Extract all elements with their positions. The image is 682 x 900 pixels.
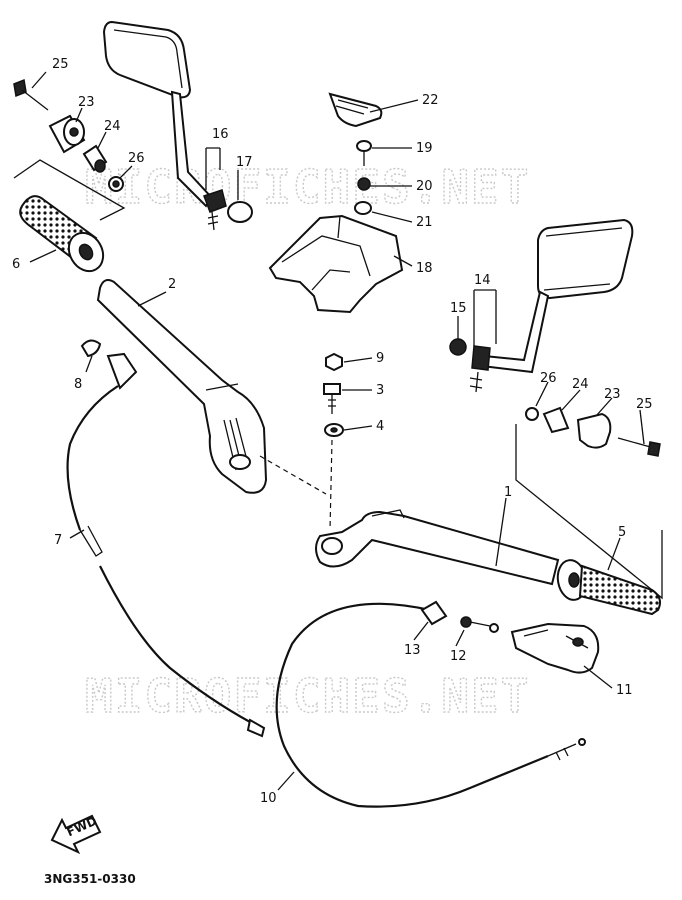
part-22-emblem[interactable] bbox=[328, 92, 383, 128]
right-weight-23[interactable] bbox=[576, 412, 612, 449]
callout-25-left: 25 bbox=[52, 57, 69, 72]
callout-26-right: 26 bbox=[540, 371, 557, 386]
left-handlebar[interactable] bbox=[96, 279, 268, 494]
callout-17: 17 bbox=[236, 155, 253, 170]
callout-10: 10 bbox=[260, 791, 277, 806]
left-collar-24[interactable] bbox=[82, 144, 108, 173]
right-bar-end-group-bracket bbox=[515, 424, 663, 600]
right-grip[interactable] bbox=[555, 558, 661, 616]
callout-26-left: 26 bbox=[128, 151, 145, 166]
leader-lines bbox=[29, 71, 645, 791]
callout-11: 11 bbox=[616, 683, 633, 698]
part-20-washer[interactable] bbox=[357, 177, 371, 191]
part-21-collar[interactable] bbox=[354, 201, 372, 215]
part-13-adjuster[interactable] bbox=[420, 600, 448, 626]
part-4-washer[interactable] bbox=[324, 423, 344, 437]
left-nut-26[interactable] bbox=[108, 176, 124, 192]
callout-24-right: 24 bbox=[572, 377, 589, 392]
right-mirror[interactable] bbox=[469, 218, 634, 393]
watermark-bottom: MICROFICHES.NET bbox=[85, 669, 530, 723]
throttle-cable[interactable] bbox=[275, 602, 586, 808]
callout-13: 13 bbox=[404, 643, 421, 658]
part-12-adjuster-nut[interactable] bbox=[460, 616, 499, 633]
left-mirror[interactable] bbox=[102, 20, 227, 231]
callout-7: 7 bbox=[54, 533, 62, 548]
callout-23-left: 23 bbox=[78, 95, 95, 110]
callout-14: 14 bbox=[474, 273, 491, 288]
callout-4: 4 bbox=[376, 419, 384, 434]
right-bolt-25[interactable] bbox=[617, 437, 661, 457]
callout-23-right: 23 bbox=[604, 387, 621, 402]
callout-16: 16 bbox=[212, 127, 229, 142]
callout-15: 15 bbox=[450, 301, 467, 316]
clutch-cable[interactable] bbox=[66, 352, 266, 738]
callout-6: 6 bbox=[12, 257, 20, 272]
callout-5: 5 bbox=[618, 525, 626, 540]
center-mount-line bbox=[329, 439, 333, 531]
left-weight-23[interactable] bbox=[48, 114, 86, 154]
callout-25-right: 25 bbox=[636, 397, 653, 412]
left-bar-end-group-bracket bbox=[13, 159, 126, 221]
callout-3: 3 bbox=[376, 383, 384, 398]
callout-1: 1 bbox=[504, 485, 512, 500]
diagram-code: 3NG351-0330 bbox=[44, 872, 136, 886]
callout-21: 21 bbox=[416, 215, 433, 230]
part-3-bolt[interactable] bbox=[323, 383, 341, 414]
right-collar-24[interactable] bbox=[542, 406, 570, 434]
callout-22: 22 bbox=[422, 93, 439, 108]
left-mirror-cap[interactable] bbox=[227, 201, 253, 223]
callout-8: 8 bbox=[74, 377, 82, 392]
callout-12: 12 bbox=[450, 649, 467, 664]
callout-2: 2 bbox=[168, 277, 176, 292]
part-9-nut[interactable] bbox=[325, 352, 343, 372]
right-nut-26[interactable] bbox=[525, 407, 539, 421]
part-18-holder[interactable] bbox=[268, 214, 404, 314]
part-8-clip[interactable] bbox=[80, 339, 102, 358]
part-11-switch-housing[interactable] bbox=[510, 622, 600, 674]
right-mirror-nut[interactable] bbox=[449, 338, 467, 356]
left-grip[interactable] bbox=[19, 195, 110, 277]
callout-18: 18 bbox=[416, 261, 433, 276]
callout-20: 20 bbox=[416, 179, 433, 194]
part-19-screw[interactable] bbox=[356, 140, 372, 166]
right-handlebar[interactable] bbox=[315, 509, 560, 586]
forward-arrow-icon: FWD bbox=[50, 814, 102, 855]
callout-19: 19 bbox=[416, 141, 433, 156]
watermark-top: MICROFICHES.NET bbox=[85, 160, 530, 214]
callout-labels: 25 23 24 26 6 2 8 7 16 17 22 19 20 21 18… bbox=[12, 57, 653, 806]
callout-9: 9 bbox=[376, 351, 384, 366]
callout-24-left: 24 bbox=[104, 119, 121, 134]
left-bar-mount-line bbox=[259, 455, 327, 495]
left-bolt-25[interactable] bbox=[13, 78, 49, 111]
